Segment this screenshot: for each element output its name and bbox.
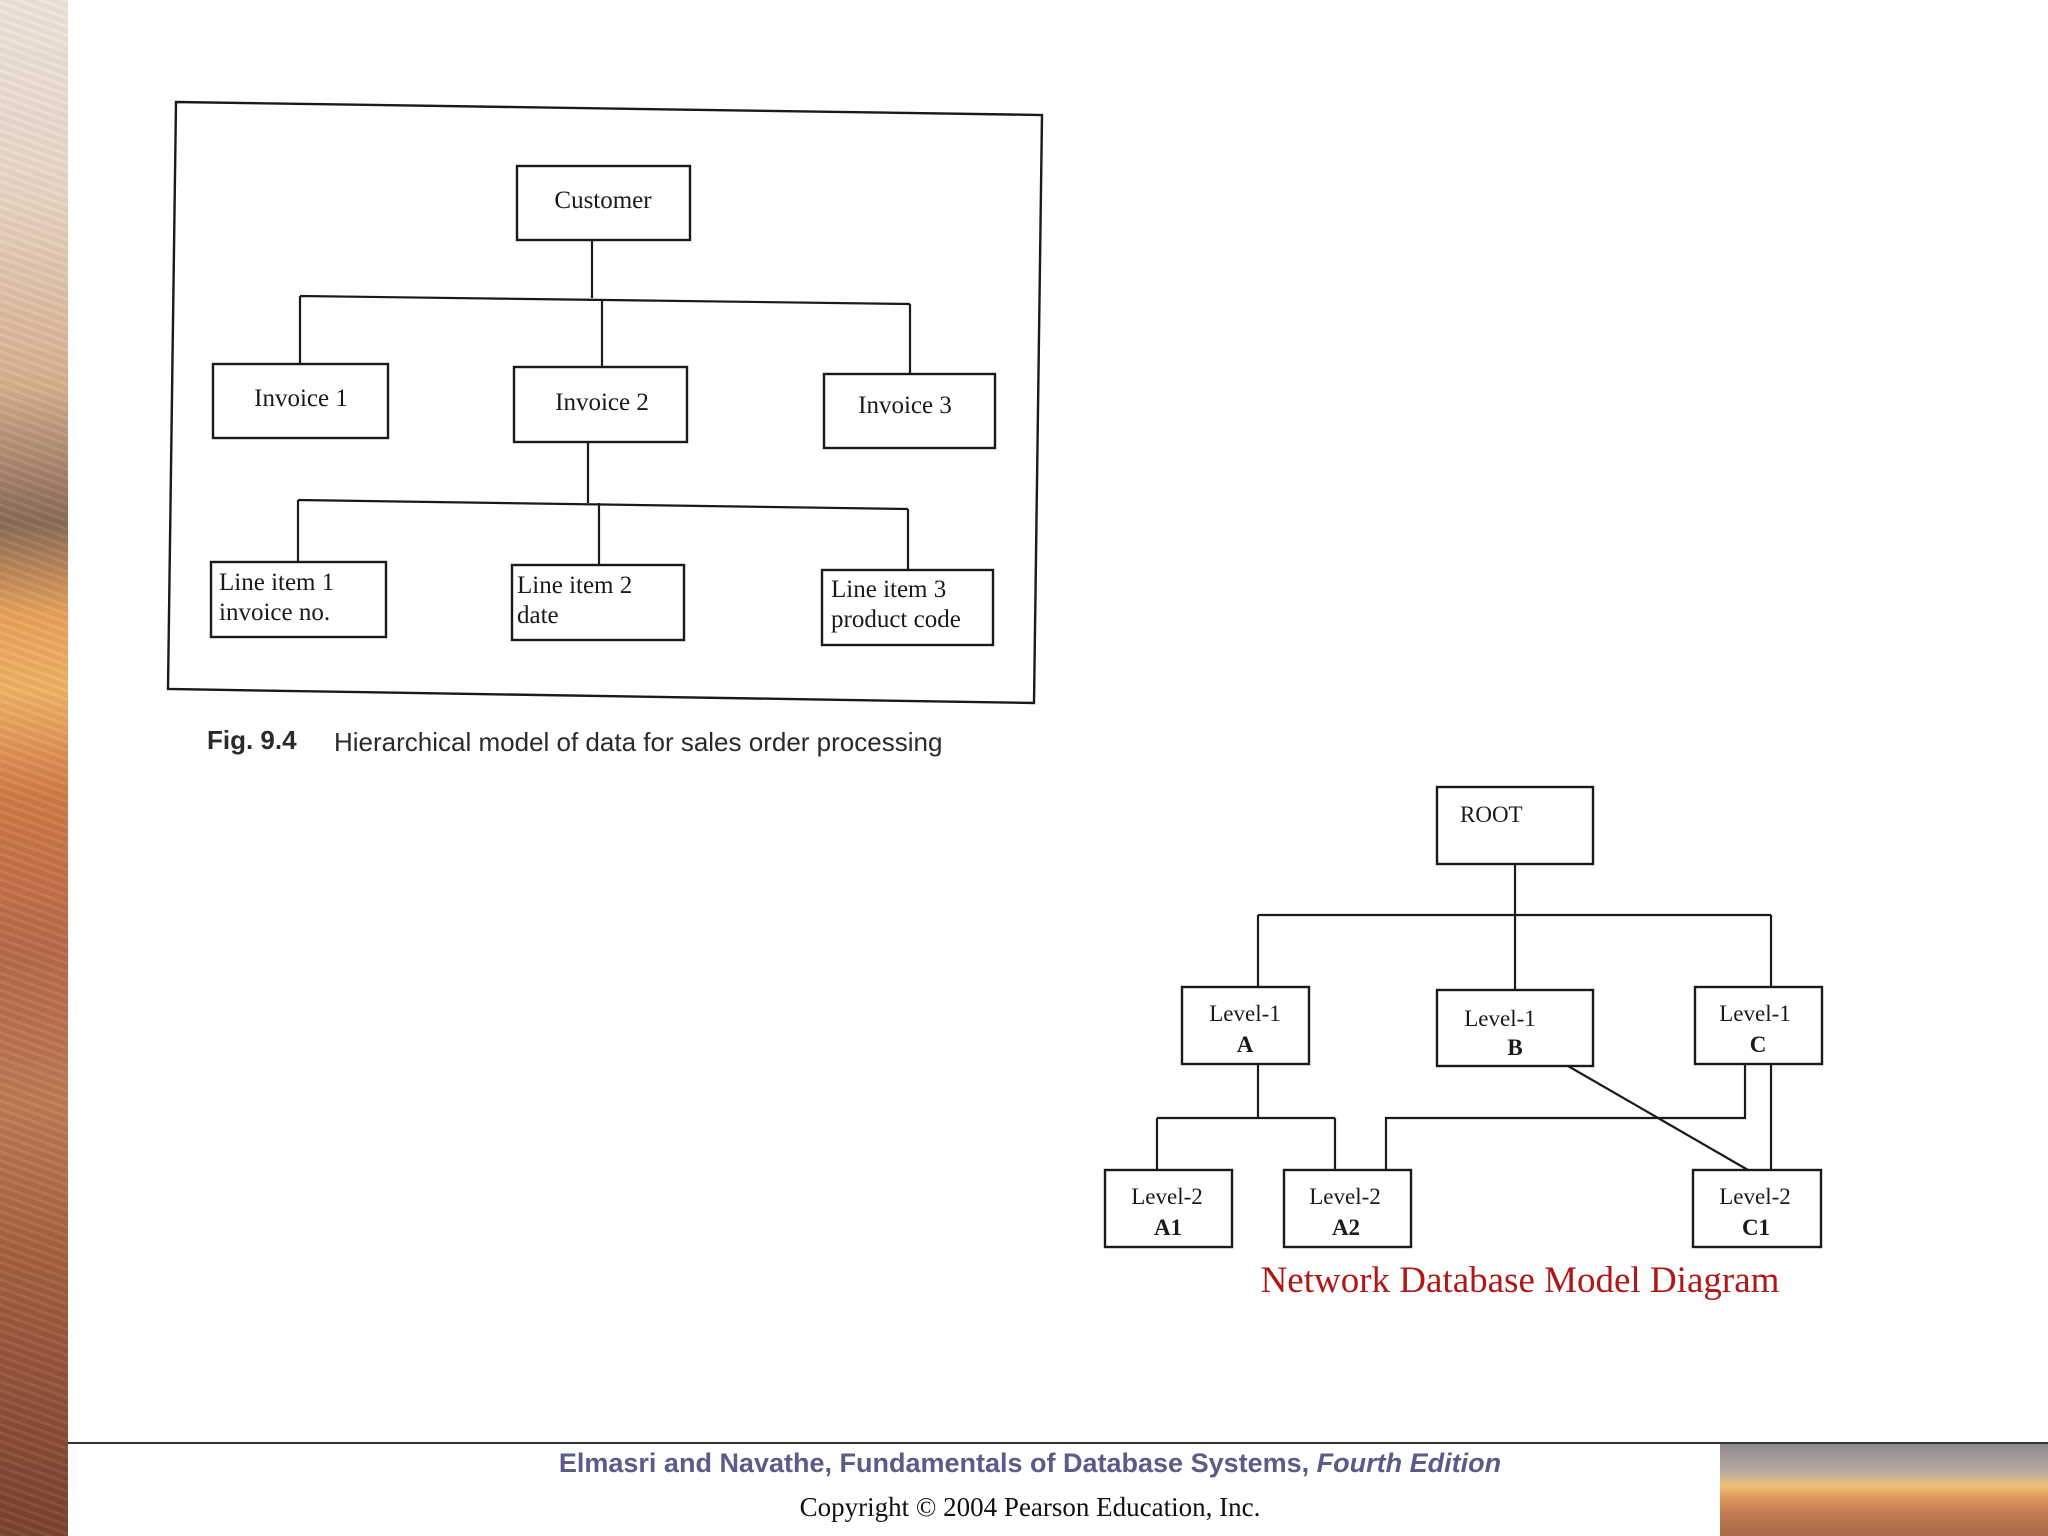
node-invoice-1-label: Invoice 1 (254, 385, 348, 412)
node-level2-a2-name: A2 (1332, 1215, 1360, 1240)
footer-title-main: Elmasri and Navathe, Fundamentals of Dat… (558, 1448, 1310, 1478)
node-level1-b-level: Level-1 (1464, 1006, 1536, 1031)
node-customer-label: Customer (554, 187, 652, 214)
node-level1-a-level: Level-1 (1209, 1001, 1281, 1026)
node-customer: Customer (515, 164, 692, 242)
node-level1-c: Level-1 C (1693, 985, 1824, 1066)
connector-invoice2-lineitems (296, 442, 910, 570)
node-level1-c-level: Level-1 (1719, 1001, 1791, 1026)
connector-c-a2 (1384, 1064, 1747, 1170)
node-line-item-1-title: Line item 1 (219, 569, 334, 596)
node-invoice-2: Invoice 2 (512, 365, 689, 444)
node-root: ROOT (1435, 785, 1595, 866)
node-level1-a-name: A (1237, 1032, 1254, 1057)
node-line-item-1-field: invoice no. (219, 599, 330, 626)
node-level2-a2: Level-2 A2 (1282, 1168, 1413, 1249)
footer-title-edition: Fourth Edition (1316, 1448, 1502, 1478)
decorative-corner-image (1720, 1444, 2048, 1536)
node-line-item-3-field: product code (831, 606, 961, 633)
node-invoice-3-label: Invoice 3 (858, 392, 952, 419)
node-level2-a2-level: Level-2 (1309, 1184, 1381, 1209)
node-level2-c1: Level-2 C1 (1691, 1168, 1823, 1249)
network-diagram: ROOT Level-1 A Level-1 B Level-1 C Level… (1103, 785, 1824, 1301)
node-line-item-2-field: date (517, 602, 559, 629)
node-line-item-1: Line item 1 invoice no. (209, 560, 388, 639)
connector-customer-invoices (298, 240, 912, 374)
hierarchical-diagram: Customer Invoice 1 Invoice 2 Invoice 3 L… (166, 100, 1044, 757)
figure-caption-label: Fig. 9.4 (207, 725, 297, 755)
connector-root-level1 (1256, 864, 1773, 990)
decorative-side-strip (0, 0, 68, 1536)
node-line-item-2: Line item 2 date (510, 563, 686, 642)
node-root-label: ROOT (1460, 802, 1523, 827)
footer-divider (68, 1442, 2048, 1444)
connector-b-c1 (1567, 1065, 1749, 1171)
figure-caption-text: Hierarchical model of data for sales ord… (334, 727, 942, 757)
node-line-item-2-title: Line item 2 (517, 572, 632, 599)
node-invoice-2-label: Invoice 2 (555, 389, 649, 416)
node-line-item-3: Line item 3 product code (820, 568, 995, 647)
network-diagram-caption: Network Database Model Diagram (1261, 1260, 1780, 1301)
node-line-item-3-title: Line item 3 (831, 576, 946, 603)
connector-a-level2 (1155, 1064, 1337, 1170)
node-invoice-1: Invoice 1 (211, 362, 390, 440)
node-level1-b-name: B (1507, 1035, 1522, 1060)
node-invoice-3: Invoice 3 (822, 372, 997, 450)
node-level2-a1-level: Level-2 (1131, 1184, 1203, 1209)
node-level1-a: Level-1 A (1180, 985, 1311, 1066)
hierarchical-frame (166, 100, 1044, 705)
node-level1-c-name: C (1750, 1032, 1767, 1057)
node-level2-a1: Level-2 A1 (1103, 1168, 1234, 1249)
node-level2-a1-name: A1 (1154, 1215, 1182, 1240)
footer-copyright: Copyright © 2004 Pearson Education, Inc. (799, 1492, 1261, 1522)
node-level1-b: Level-1 B (1435, 988, 1595, 1068)
node-level2-c1-name: C1 (1742, 1215, 1770, 1240)
node-level2-c1-level: Level-2 (1719, 1184, 1791, 1209)
footer-book-title: Elmasri and Navathe, Fundamentals of Dat… (68, 1448, 1992, 1479)
